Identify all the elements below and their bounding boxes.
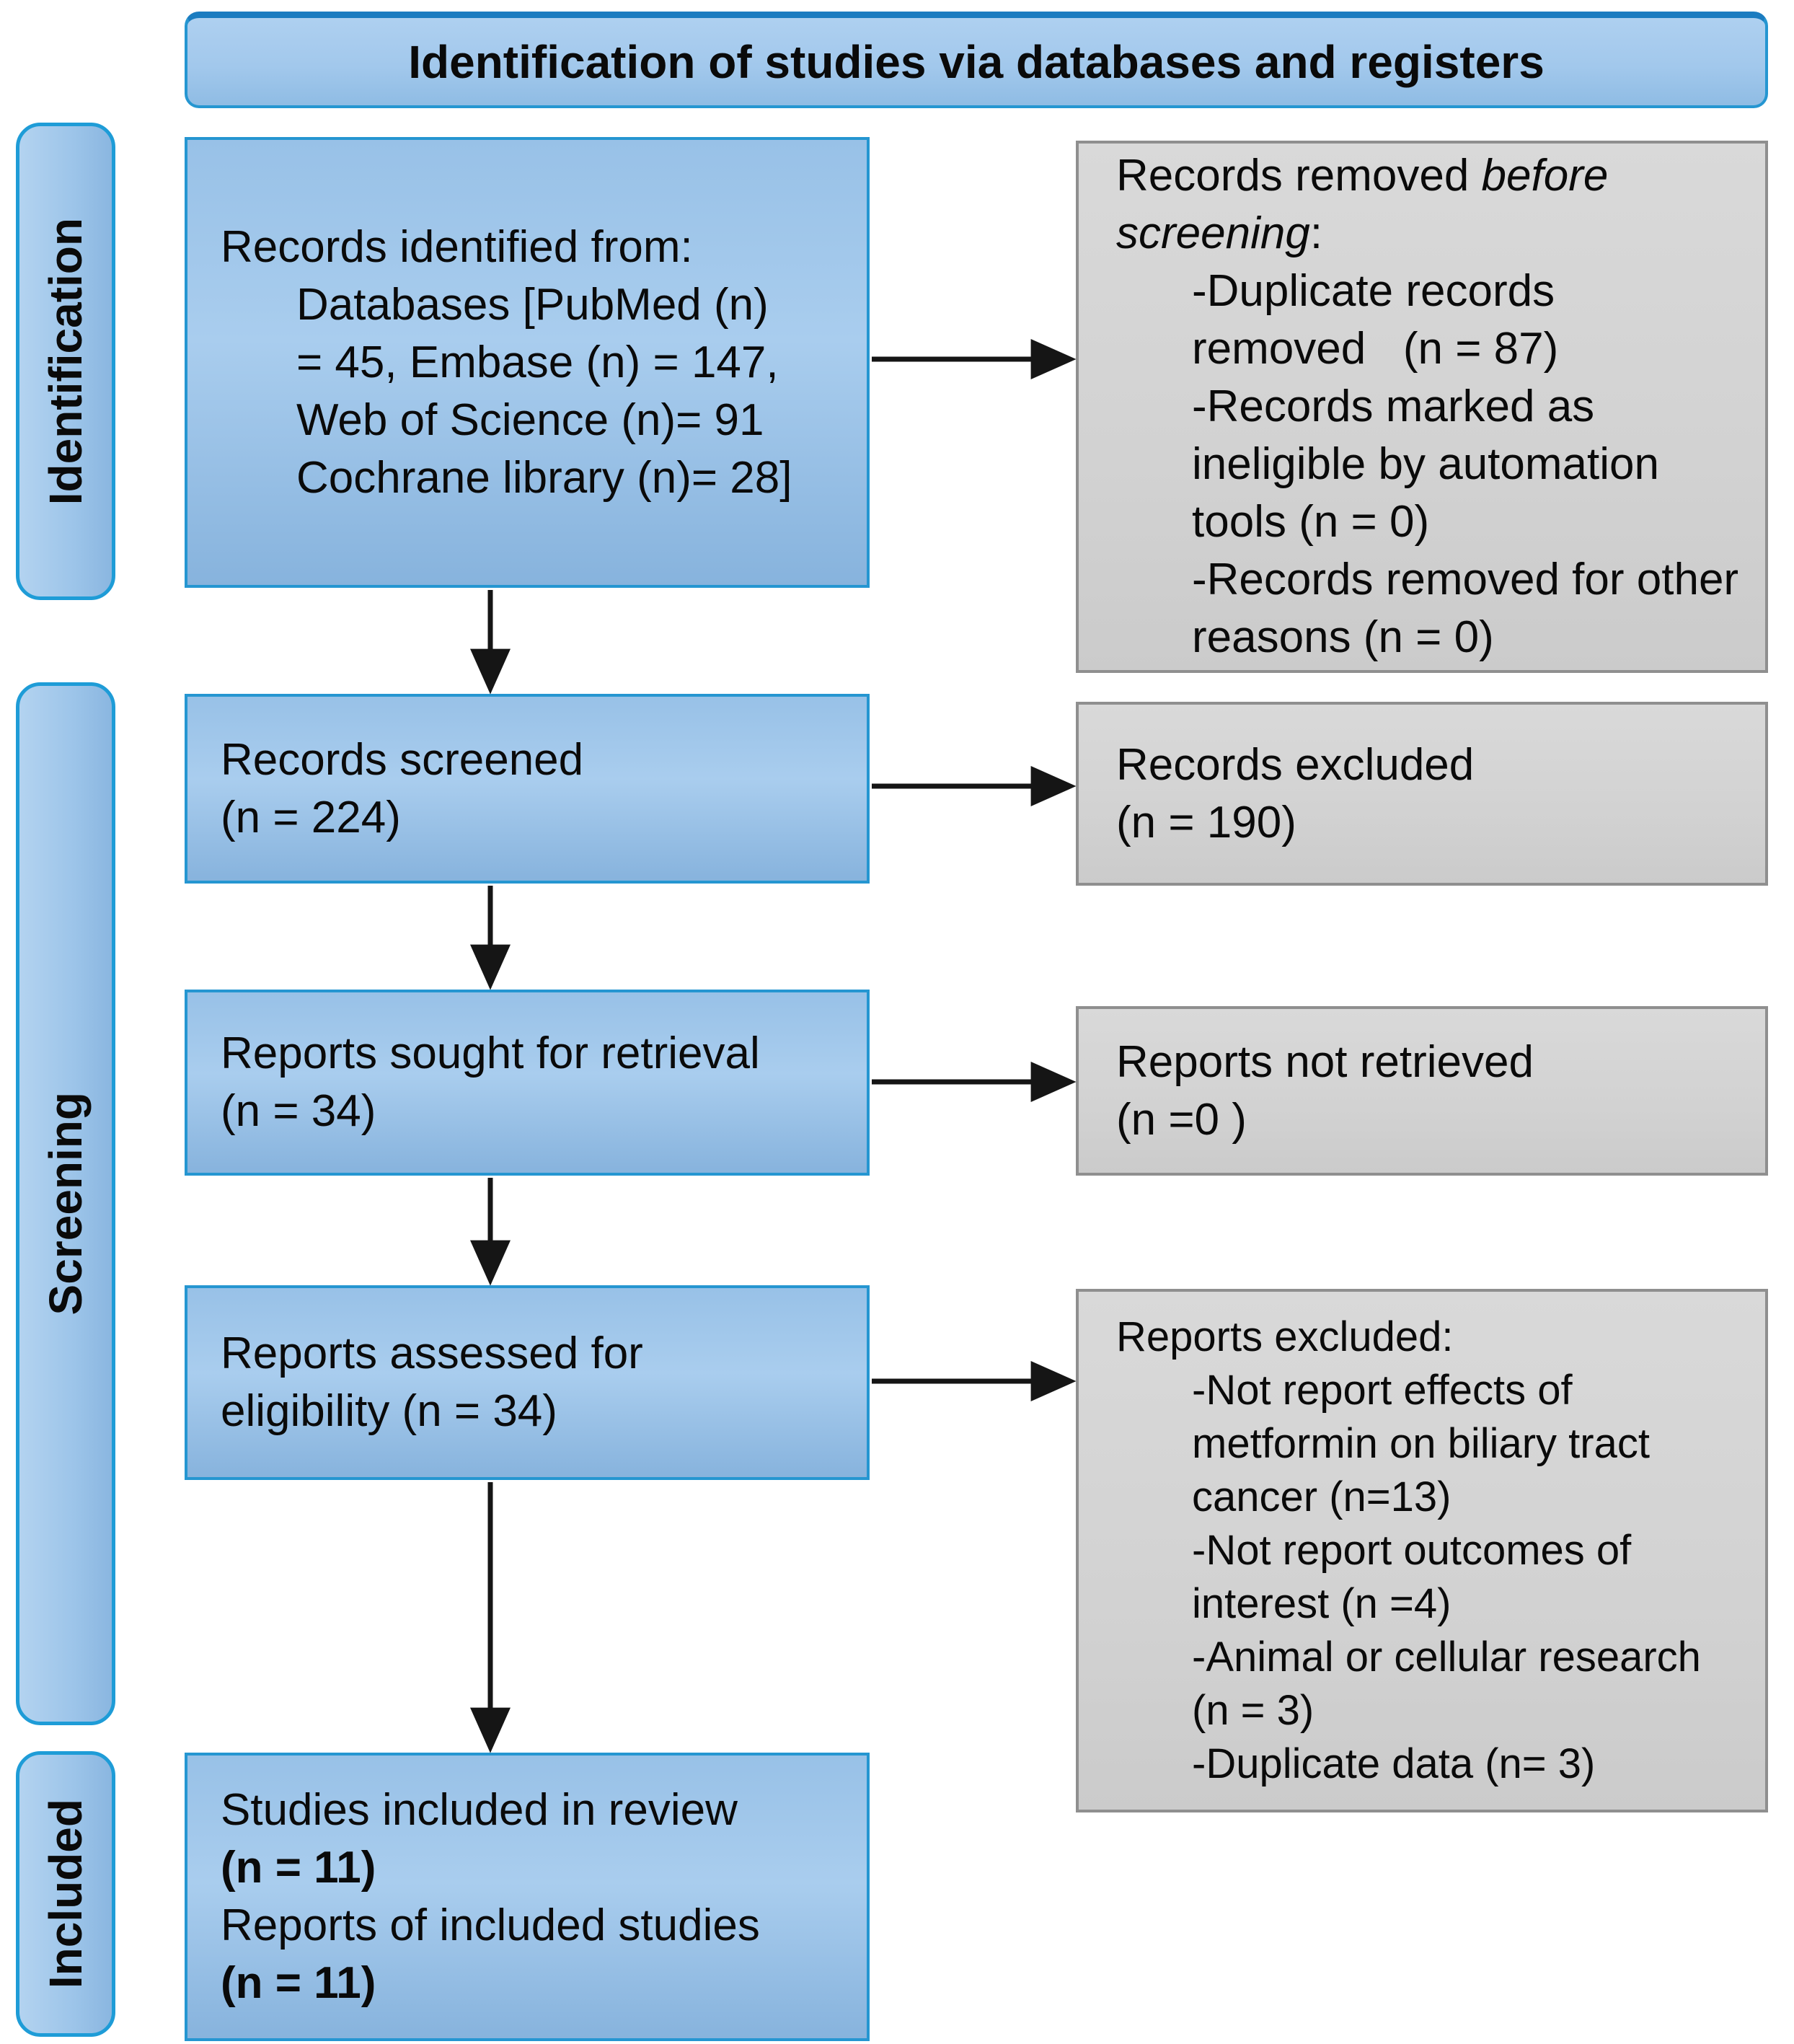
reports-assessed-line1: Reports assessed for [221,1329,643,1378]
records-removed-heading-prefix: Records removed [1116,151,1482,201]
box-reports-excluded: Reports excluded: -Not report effects of… [1076,1289,1768,1812]
box-records-screened: Records screened (n = 224) [185,694,870,884]
reports-assessed-line2: eligibility (n = 34) [221,1386,557,1436]
records-screened-line: Records screened [221,734,584,785]
title-banner-text: Identification of studies via databases … [408,35,1545,88]
reports-sought-count: (n = 34) [221,1086,376,1136]
stage-label-screening: Screening [16,682,115,1725]
reports-excluded-heading: Reports excluded: [1116,1313,1454,1360]
title-banner: Identification of studies via databases … [185,12,1768,108]
reports-sought-line: Reports sought for retrieval [221,1028,760,1078]
records-excluded-line: Records excluded [1116,739,1475,790]
box-records-removed-before-screening: Records removed before screening: -Dupli… [1076,141,1768,673]
records-screened-count: (n = 224) [221,792,401,842]
records-identified-wos: Web of Science (n)= 91 [296,395,764,445]
removed-duplicates-item: -Duplicate records removed (n = 87) [1192,266,1559,374]
records-identified-cochrane: Cochrane library (n)= 28] [296,452,792,503]
records-identified-embase: = 45, Embase (n) = 147, [296,337,779,387]
stage-label-screening-text: Screening [40,1092,92,1316]
studies-included-count: (n = 11) [221,1843,376,1893]
stage-label-included-text: Included [40,1799,92,1989]
stage-label-identification: Identification [16,123,115,600]
records-excluded-count: (n = 190) [1116,797,1296,847]
box-records-excluded: Records excluded (n = 190) [1076,702,1768,886]
stage-label-identification-text: Identification [40,217,92,506]
excluded-animal-item: -Animal or cellular research (n = 3) [1192,1634,1701,1734]
records-removed-heading-italic: before screening [1116,151,1609,258]
studies-included-line: Studies included in review [221,1785,738,1835]
reports-included-line: Reports of included studies [221,1900,760,1950]
records-removed-heading: Records removed before screening: [1116,147,1746,263]
removed-automation-item: -Records marked as ineligible by automat… [1192,382,1659,547]
box-reports-assessed: Reports assessed for eligibility (n = 34… [185,1285,870,1480]
records-removed-heading-colon: : [1309,208,1323,258]
box-reports-not-retrieved: Reports not retrieved (n =0 ) [1076,1006,1768,1176]
excluded-not-effects-item: -Not report effects of metformin on bili… [1192,1367,1650,1520]
excluded-not-outcomes-item: -Not report outcomes of interest (n =4) [1192,1527,1632,1627]
box-records-identified: Records identified from: Databases [PubM… [185,137,870,588]
records-identified-databases: Databases [PubMed (n) [296,279,769,330]
excluded-duplicate-data-item: -Duplicate data (n= 3) [1192,1740,1596,1787]
box-reports-sought: Reports sought for retrieval (n = 34) [185,990,870,1176]
stage-label-included: Included [16,1751,115,2037]
reports-included-count: (n = 11) [221,1958,376,2008]
removed-other-item: -Records removed for other reasons (n = … [1192,555,1739,662]
box-studies-included: Studies included in review (n = 11) Repo… [185,1753,870,2041]
records-identified-line: Records identified from: [221,221,693,272]
reports-not-retrieved-count: (n =0 ) [1116,1094,1247,1145]
reports-not-retrieved-line: Reports not retrieved [1116,1036,1534,1087]
